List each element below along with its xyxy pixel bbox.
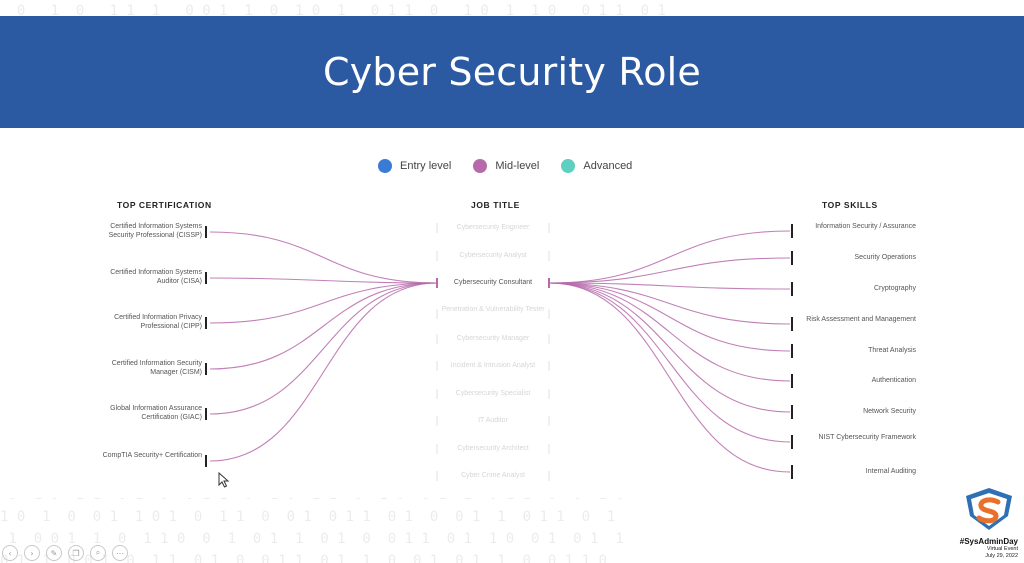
certification-link <box>209 282 438 462</box>
certification-label[interactable]: Global Information Assurance Certificati… <box>110 405 202 421</box>
skill-label[interactable]: Authentication <box>871 377 916 384</box>
event-subtitle: Virtual Event <box>986 546 1018 552</box>
skill-link <box>548 282 791 325</box>
job-title[interactable]: Cybersecurity Manager <box>456 335 530 342</box>
skill-link <box>548 282 791 413</box>
certification-label[interactable]: Certified Information Systems Auditor (C… <box>110 269 202 285</box>
mid-level-dot-icon <box>473 159 488 173</box>
event-brand: #SysAdminDay Virtual Event July 29, 2022 <box>960 486 1018 559</box>
diagram-panel <box>0 128 1024 498</box>
skill-label[interactable]: NIST Cybersecurity Framework <box>818 434 916 441</box>
skill-label[interactable]: Security Operations <box>854 254 916 261</box>
job-title[interactable]: Cyber Crime Analyst <box>461 472 525 479</box>
certification-label[interactable]: Certified Information Systems Security P… <box>108 223 202 239</box>
event-date: July 29, 2022 <box>985 552 1018 559</box>
certification-link <box>209 277 438 284</box>
legend-item-entry[interactable]: Entry level <box>378 159 451 173</box>
mouse-pointer-icon <box>218 472 230 488</box>
job-title[interactable]: Cybersecurity Analyst <box>459 252 527 259</box>
event-hashtag: #SysAdminDay <box>959 537 1018 546</box>
skill-label[interactable]: Internal Auditing <box>865 468 916 475</box>
next-icon[interactable]: › <box>24 545 40 561</box>
certification-label[interactable]: Certified Information Privacy Profession… <box>114 314 202 330</box>
legend-item-mid[interactable]: Mid-level <box>473 159 539 173</box>
certification-label[interactable]: CompTIA Security+ Certification <box>102 452 202 459</box>
certification-link <box>209 282 438 324</box>
skill-link <box>548 282 791 473</box>
skill-label[interactable]: Threat Analysis <box>868 347 916 354</box>
job-title[interactable]: Cybersecurity Engineer <box>456 224 530 231</box>
skill-label[interactable]: Risk Assessment and Management <box>806 316 916 323</box>
slide-title: Cyber Security Role <box>322 50 702 94</box>
certification-link <box>209 282 438 415</box>
legend-label: Mid-level <box>495 160 540 172</box>
copy-icon[interactable]: ❐ <box>68 545 84 561</box>
skill-link <box>548 282 791 352</box>
legend-label: Entry level <box>400 160 452 172</box>
skill-link <box>548 257 791 284</box>
job-title[interactable]: Penetration & Vulnerability Tester <box>441 306 545 313</box>
certification-link <box>209 282 438 370</box>
certification-label[interactable]: Certified Information Security Manager (… <box>111 360 202 376</box>
job-title[interactable]: Cybersecurity Specialist <box>455 390 531 397</box>
certification-link <box>209 231 438 284</box>
skill-label[interactable]: Information Security / Assurance <box>815 223 916 230</box>
advanced-dot-icon <box>561 159 576 173</box>
skill-link <box>548 282 791 290</box>
more-icon[interactable]: ⋯ <box>112 545 128 561</box>
legend-label: Advanced <box>583 160 633 172</box>
slide-toolbar: ‹ › ✎ ❐ ⌕ ⋯ <box>2 545 128 561</box>
title-banner: Cyber Security Role <box>0 16 1024 128</box>
job-title[interactable]: Incident & Intrusion Analyst <box>450 362 536 369</box>
job-title[interactable]: IT Auditor <box>478 417 508 424</box>
shield-logo-icon <box>966 488 1012 530</box>
skill-link <box>548 282 791 382</box>
skill-link <box>548 230 791 284</box>
job-column-heading: JOB TITLE <box>471 200 520 210</box>
skill-link <box>548 282 791 443</box>
skill-label[interactable]: Network Security <box>863 408 916 415</box>
previous-icon[interactable]: ‹ <box>2 545 18 561</box>
entry-level-dot-icon <box>378 159 392 173</box>
pen-icon[interactable]: ✎ <box>46 545 62 561</box>
zoom-icon[interactable]: ⌕ <box>90 545 106 561</box>
certification-column-heading: TOP CERTIFICATION <box>117 200 212 210</box>
job-title[interactable]: Cybersecurity Architect <box>457 445 529 452</box>
legend-item-advanced[interactable]: Advanced <box>561 159 632 173</box>
job-title-active[interactable]: Cybersecurity Consultant <box>453 279 533 286</box>
legend: Entry level Mid-level Advanced <box>378 159 632 173</box>
skill-label[interactable]: Cryptography <box>873 285 916 292</box>
skills-column-heading: TOP SKILLS <box>822 200 878 210</box>
